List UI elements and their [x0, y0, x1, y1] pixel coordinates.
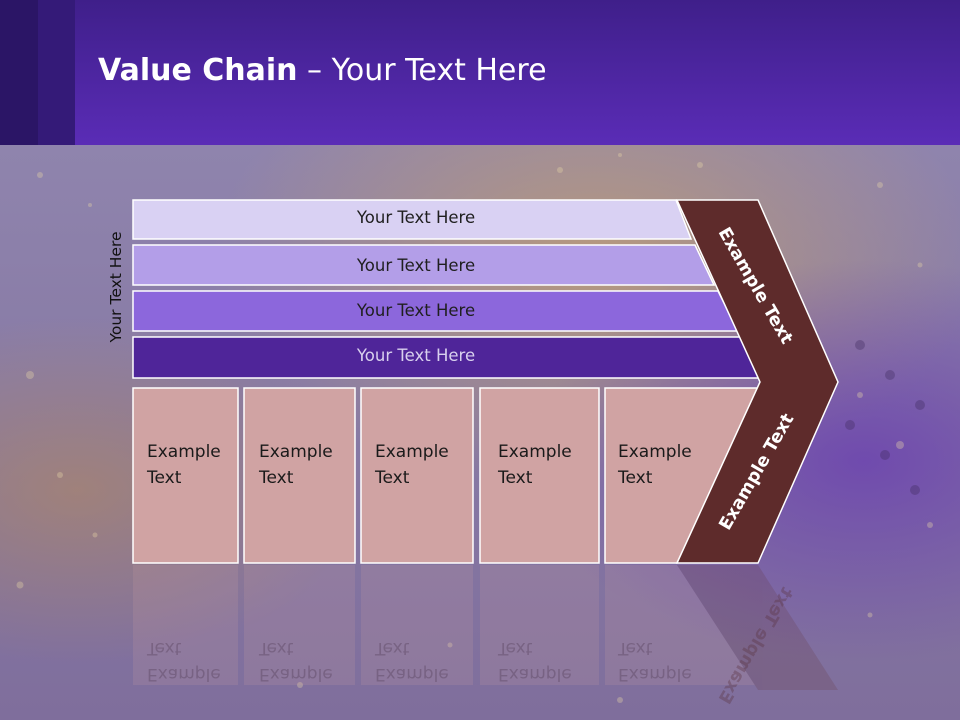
cell-4-line1: Example [498, 442, 572, 462]
cell-1-reflection-line2: Text [147, 638, 182, 658]
header-stripe [0, 0, 38, 145]
cell-5-line1: Example [618, 442, 692, 462]
cell-4-reflection-line2: Text [498, 638, 533, 658]
cell-3 [360, 387, 474, 564]
cell-5-reflection-text: Example Text [618, 635, 692, 687]
cell-1-reflection-line1: Example [147, 664, 221, 684]
cell-2-line2: Text [259, 468, 294, 488]
cell-1-line1: Example [147, 442, 221, 462]
cell-1-reflection-text: Example Text [147, 635, 221, 687]
cell-4-reflection-text: Example Text [498, 635, 572, 687]
cell-2-line1: Example [259, 442, 333, 462]
cell-2 [243, 387, 356, 564]
cell-2-reflection-line1: Example [259, 664, 333, 684]
cell-2-reflection-line2: Text [259, 638, 294, 658]
cell-3-line1: Example [375, 442, 449, 462]
cell-3-reflection-text: Example Text [375, 635, 449, 687]
band-label-2: Your Text Here [356, 256, 476, 275]
cell-1-line2: Text [147, 468, 182, 488]
cell-reflection [244, 565, 355, 685]
band-label-3: Your Text Here [356, 301, 476, 320]
chevron-reflection [677, 565, 838, 690]
cell-4 [479, 387, 600, 564]
band-2 [132, 244, 716, 286]
cell-4-reflection-line1: Example [498, 664, 572, 684]
cell-3-line2: Text [375, 468, 410, 488]
band-label-1: Your Text Here [356, 208, 476, 227]
header-stripe [38, 0, 75, 145]
cell-4-line2: Text [498, 468, 533, 488]
cell-3-reflection-line2: Text [375, 638, 410, 658]
chevron-arrow [675, 199, 839, 564]
cell-5-line2: Text [618, 468, 653, 488]
band-label-4: Your Text Here [356, 346, 476, 365]
cell-reflection [361, 565, 473, 685]
cell-reflection [480, 565, 599, 685]
slide-title: Value Chain – Your Text Here [98, 53, 547, 88]
cell-1-text: Example Text [147, 439, 247, 491]
cell-5-reflection-line1: Example [618, 664, 692, 684]
side-label-text: Your Text Here [107, 231, 125, 343]
band-1 [132, 199, 693, 240]
cell-4-text: Example Text [498, 439, 598, 491]
cell-3-text: Example Text [375, 439, 475, 491]
cell-reflection [605, 565, 758, 685]
title-bar: Value Chain – Your Text Here [0, 0, 960, 145]
slide-title-rest: – Your Text Here [297, 53, 547, 88]
cell-reflection [133, 565, 238, 685]
cell-1 [132, 387, 239, 564]
cell-5-reflection-line2: Text [618, 638, 653, 658]
cell-5-text: Example Text [618, 439, 718, 491]
cell-2-reflection-text: Example Text [259, 635, 333, 687]
slide-title-bold: Value Chain [98, 53, 298, 88]
cell-2-text: Example Text [259, 439, 359, 491]
cell-3-reflection-line1: Example [375, 664, 449, 684]
